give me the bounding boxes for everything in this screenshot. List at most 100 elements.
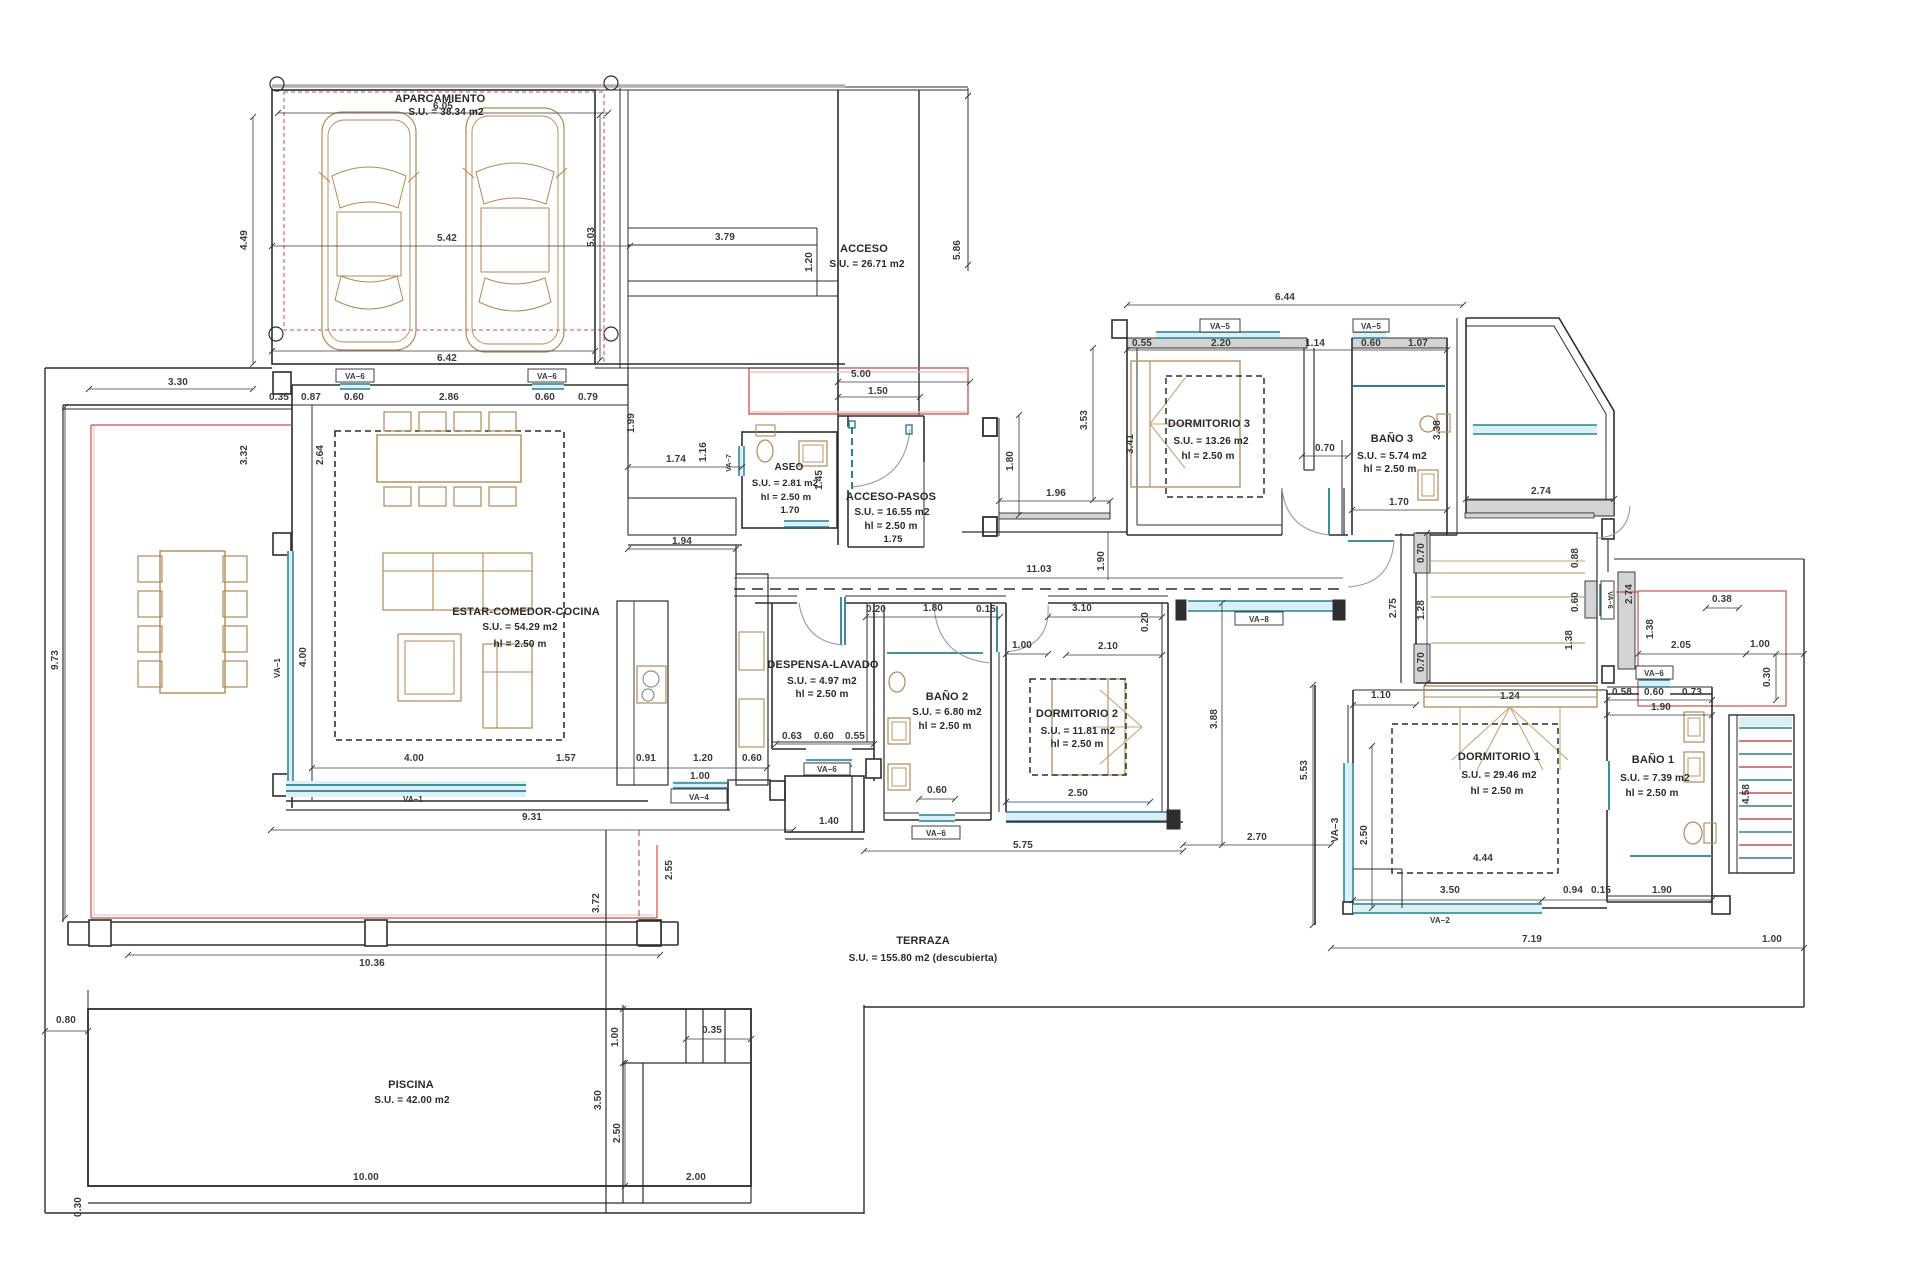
- svg-text:hl = 2.50 m: hl = 2.50 m: [1050, 739, 1103, 750]
- svg-text:VA–2: VA–2: [1430, 916, 1450, 925]
- svg-text:1.50: 1.50: [868, 386, 888, 397]
- svg-text:1.20: 1.20: [804, 252, 815, 272]
- svg-text:0.35: 0.35: [702, 1025, 722, 1036]
- svg-text:0.30: 0.30: [1762, 667, 1773, 687]
- svg-text:VA–1: VA–1: [403, 795, 423, 804]
- svg-text:5.75: 5.75: [1013, 840, 1033, 851]
- svg-text:2.10: 2.10: [1098, 641, 1118, 652]
- svg-text:0.20: 0.20: [866, 604, 886, 615]
- svg-text:3.50: 3.50: [1440, 885, 1460, 896]
- svg-text:hl = 2.50 m: hl = 2.50 m: [1470, 786, 1523, 797]
- svg-text:0.63: 0.63: [782, 731, 802, 742]
- svg-text:0.88: 0.88: [1570, 548, 1581, 568]
- svg-text:3.79: 3.79: [715, 232, 735, 243]
- svg-text:DESPENSA-LAVADO: DESPENSA-LAVADO: [767, 659, 879, 671]
- svg-text:6.05: 6.05: [433, 101, 453, 112]
- svg-text:1.00: 1.00: [1750, 639, 1770, 650]
- svg-text:1.75: 1.75: [883, 534, 903, 545]
- svg-text:1.16: 1.16: [698, 442, 709, 462]
- svg-text:VA–6: VA–6: [345, 372, 365, 381]
- svg-text:4.58: 4.58: [1741, 784, 1752, 804]
- svg-text:2.05: 2.05: [1671, 640, 1691, 651]
- svg-text:0.55: 0.55: [845, 731, 865, 742]
- svg-text:S.U. = 6.80 m2: S.U. = 6.80 m2: [912, 707, 982, 718]
- svg-text:3.32: 3.32: [239, 445, 250, 465]
- svg-text:1.80: 1.80: [923, 603, 943, 614]
- svg-text:VA–6: VA–6: [537, 372, 557, 381]
- svg-text:hl = 2.50 m: hl = 2.50 m: [864, 521, 917, 532]
- svg-text:4.44: 4.44: [1473, 853, 1493, 864]
- svg-text:2.00: 2.00: [686, 1172, 706, 1183]
- svg-text:2.75: 2.75: [1388, 598, 1399, 618]
- svg-text:1.90: 1.90: [1651, 702, 1671, 713]
- svg-text:DORMITORIO 3: DORMITORIO 3: [1168, 418, 1250, 430]
- svg-text:hl = 2.50 m: hl = 2.50 m: [918, 721, 971, 732]
- svg-text:0.70: 0.70: [1416, 543, 1427, 563]
- svg-text:0.55: 0.55: [1132, 338, 1152, 349]
- svg-text:BAÑO 1: BAÑO 1: [1632, 753, 1674, 766]
- svg-text:DORMITORIO 1: DORMITORIO 1: [1458, 751, 1540, 763]
- svg-text:9.73: 9.73: [50, 650, 61, 670]
- svg-text:0.30: 0.30: [73, 1197, 84, 1217]
- svg-text:5.86: 5.86: [952, 240, 963, 260]
- svg-text:3.53: 3.53: [1079, 410, 1090, 430]
- svg-text:DORMITORIO 2: DORMITORIO 2: [1036, 708, 1118, 720]
- svg-text:0.91: 0.91: [636, 753, 656, 764]
- svg-text:5.42: 5.42: [437, 233, 457, 244]
- svg-text:3.30: 3.30: [168, 377, 188, 388]
- svg-text:0.60: 0.60: [535, 392, 555, 403]
- svg-text:6.44: 6.44: [1275, 292, 1295, 303]
- svg-text:1.45: 1.45: [814, 470, 825, 490]
- svg-text:1.74: 1.74: [666, 454, 686, 465]
- svg-text:VA–6: VA–6: [817, 765, 837, 774]
- svg-text:2.50: 2.50: [1359, 825, 1370, 845]
- svg-text:VA–6: VA–6: [1644, 669, 1664, 678]
- svg-text:0.15: 0.15: [1591, 885, 1611, 896]
- svg-text:ACCESO: ACCESO: [840, 243, 888, 255]
- svg-text:11.03: 11.03: [1026, 564, 1052, 575]
- svg-text:0.60: 0.60: [1644, 687, 1664, 698]
- svg-text:3.72: 3.72: [591, 893, 602, 913]
- svg-text:2.20: 2.20: [1211, 338, 1231, 349]
- svg-text:0.80: 0.80: [56, 1015, 76, 1026]
- svg-text:VA–5: VA–5: [1361, 322, 1381, 331]
- svg-text:S.U. = 29.46 m2: S.U. = 29.46 m2: [1461, 770, 1537, 781]
- svg-text:S.U. = 38.34 m2: S.U. = 38.34 m2: [408, 107, 484, 118]
- svg-text:S.U. = 2.81 m2: S.U. = 2.81 m2: [752, 478, 818, 489]
- svg-text:BAÑO 3: BAÑO 3: [1371, 432, 1413, 445]
- svg-text:0.87: 0.87: [301, 392, 321, 403]
- svg-text:S.U. = 4.97 m2: S.U. = 4.97 m2: [787, 676, 857, 687]
- svg-text:0.60: 0.60: [814, 731, 834, 742]
- svg-text:0.58: 0.58: [1612, 687, 1632, 698]
- svg-text:0.94: 0.94: [1563, 885, 1583, 896]
- svg-text:6.42: 6.42: [437, 353, 457, 364]
- svg-text:1.70: 1.70: [780, 505, 799, 516]
- svg-text:7.19: 7.19: [1522, 934, 1542, 945]
- svg-text:PISCINA: PISCINA: [388, 1079, 434, 1091]
- svg-text:hl = 2.50 m: hl = 2.50 m: [1181, 451, 1234, 462]
- svg-text:1.00: 1.00: [1012, 640, 1032, 651]
- svg-text:1.00: 1.00: [690, 771, 710, 782]
- svg-text:0.35: 0.35: [269, 392, 289, 403]
- svg-text:2.86: 2.86: [439, 392, 459, 403]
- svg-text:0.60: 0.60: [742, 753, 762, 764]
- svg-text:hl = 2.50 m: hl = 2.50 m: [795, 689, 848, 700]
- svg-text:0.60: 0.60: [344, 392, 364, 403]
- svg-text:5.53: 5.53: [1299, 760, 1310, 780]
- svg-text:1.90: 1.90: [1096, 551, 1107, 571]
- svg-text:S.U. = 11.81 m2: S.U. = 11.81 m2: [1041, 726, 1116, 737]
- svg-text:1.00: 1.00: [1762, 934, 1782, 945]
- svg-text:VA–6: VA–6: [926, 829, 946, 838]
- svg-text:0.20: 0.20: [1140, 612, 1151, 632]
- svg-text:4.00: 4.00: [298, 647, 309, 667]
- svg-text:1.20: 1.20: [693, 753, 713, 764]
- svg-text:S.U. = 7.39 m2: S.U. = 7.39 m2: [1620, 773, 1690, 784]
- svg-text:4.00: 4.00: [404, 753, 424, 764]
- svg-text:ACCESO-PASOS: ACCESO-PASOS: [846, 491, 936, 503]
- svg-text:hl = 2.50 m: hl = 2.50 m: [761, 492, 812, 503]
- svg-text:1.57: 1.57: [556, 753, 576, 764]
- svg-text:VA–5: VA–5: [1210, 322, 1230, 331]
- svg-text:APARCAMIENTO: APARCAMIENTO: [395, 93, 486, 105]
- svg-text:1.00: 1.00: [610, 1027, 621, 1047]
- svg-text:VA–3: VA–3: [1330, 817, 1341, 842]
